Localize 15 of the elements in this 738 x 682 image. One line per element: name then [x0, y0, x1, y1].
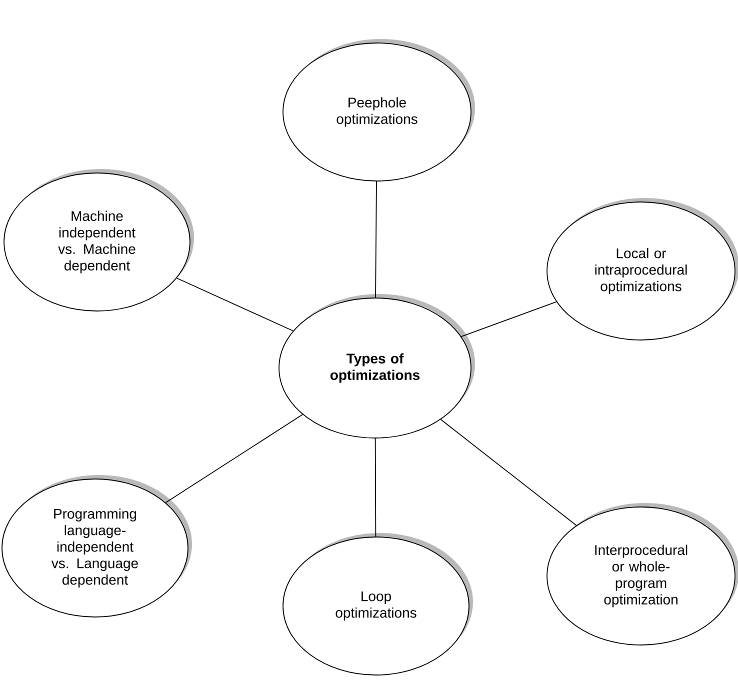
ellipse-node: Interprocedural or whole-program optimization — [546, 503, 738, 646]
ellipse-node: Types of optimizations — [278, 294, 475, 438]
node-label: Loop optimizations — [336, 591, 416, 621]
ellipse-node: Programming language-independent vs. Language dependent — [2, 475, 192, 618]
ellipse-node: Loop optimizations — [282, 533, 473, 676]
ellipse-node: Peephole optimizations — [282, 39, 475, 182]
connector-line — [165, 414, 304, 504]
ellipse-node: Local or intraprocedural optimizations — [546, 198, 738, 340]
connector-line — [460, 301, 557, 337]
ellipse-node: Machine independent vs. Machine dependent — [4, 169, 194, 312]
node-label: Interprocedural or whole-program optimization — [595, 544, 688, 608]
connector-line — [176, 278, 294, 332]
connector-line — [374, 438, 376, 537]
connector-line — [440, 419, 577, 526]
connector-line — [375, 180, 377, 298]
